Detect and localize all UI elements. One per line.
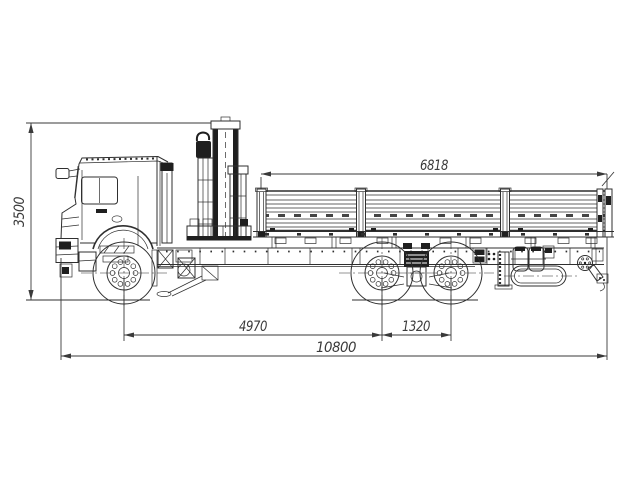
crane-folded-boom: [195, 131, 214, 241]
side-window: [81, 176, 118, 205]
truck: [55, 116, 614, 309]
platform-post: [255, 187, 268, 238]
crane-manipulator: [156, 116, 252, 297]
headlight: [59, 241, 71, 250]
dimension-rear-axle-spacing: 1320: [382, 278, 452, 341]
rear-chassis-equipment: [472, 245, 609, 292]
frame-stiffeners: [199, 248, 597, 265]
crane-outrigger-folded: [156, 257, 219, 297]
dimension-platform-length: 6818: [260, 158, 615, 360]
dimension-wheelbase: 4970: [123, 278, 383, 341]
dimensions: 3500 6818 4970 1320: [12, 122, 615, 360]
dimension-overall-length: 10800: [60, 258, 607, 360]
platform-frame-hangers: [271, 236, 596, 249]
platform-posts: [255, 187, 613, 238]
chassis-equipment-front: [157, 249, 193, 277]
mudflap: [151, 249, 158, 287]
cargo-platform: [253, 187, 614, 244]
platform-post: [354, 187, 368, 238]
platform-floor: [253, 231, 614, 244]
rear-support-jack: [494, 251, 513, 290]
door-handle: [96, 209, 107, 213]
rear-suspension: [380, 243, 453, 289]
crane-top-cap: [210, 120, 241, 130]
dim-label-axle-spacing: 1320: [402, 319, 430, 335]
spare-wheel: [504, 265, 579, 287]
dim-label-platform: 6818: [420, 158, 448, 174]
air-intake: [160, 162, 174, 244]
dim-label-overall-length: 10800: [316, 340, 357, 356]
panel-hinges: [270, 228, 593, 232]
tow-hitch: [577, 248, 609, 292]
mirror: [55, 168, 81, 179]
dim-label-wheelbase: 4970: [239, 319, 267, 335]
air-tanks: [511, 246, 546, 272]
platform-rear-post: [596, 188, 613, 238]
dim-label-height: 3500: [12, 196, 28, 227]
cab-steps: [78, 245, 135, 272]
front-fender: [92, 225, 158, 287]
platform-post: [498, 187, 512, 238]
crane-base: [186, 218, 252, 241]
cab: [55, 155, 174, 287]
dimension-overall-height: 3500: [12, 122, 213, 300]
bumper: [55, 238, 79, 278]
door-badge: [111, 215, 123, 223]
